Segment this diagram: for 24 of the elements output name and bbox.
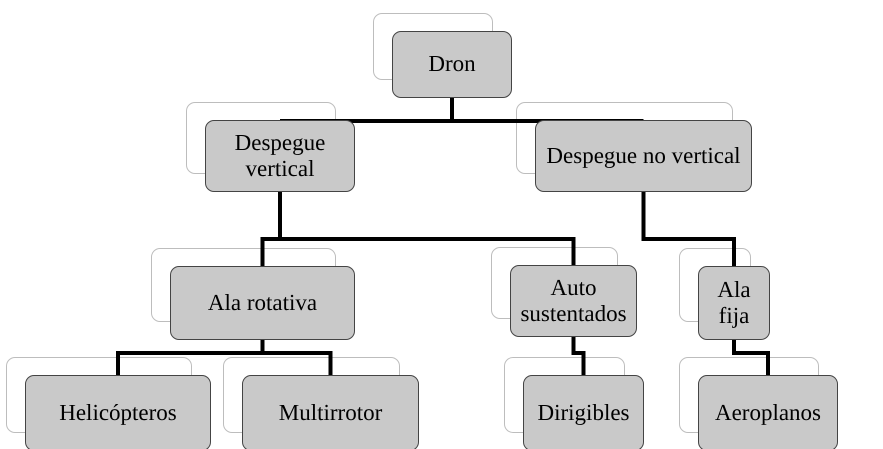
category-box xyxy=(698,375,838,449)
category-label: Ala rotativa xyxy=(208,290,318,316)
category-box xyxy=(170,266,355,340)
category-box xyxy=(698,266,770,340)
category-label: Ala fija xyxy=(716,276,752,330)
category-label: Auto sustentados xyxy=(519,274,628,328)
category-box xyxy=(535,120,752,192)
category-box xyxy=(510,265,637,337)
category-label: Dron xyxy=(428,51,476,78)
category-label: Multirrotor xyxy=(278,400,382,426)
category-label: Helicópteros xyxy=(59,400,177,426)
category-box xyxy=(25,375,211,449)
category-label: Despegue vertical xyxy=(234,130,326,182)
category-box xyxy=(205,120,355,192)
connector-line xyxy=(278,192,576,265)
category-label: Dirigibles xyxy=(538,400,630,426)
category-label: Despegue no vertical xyxy=(546,142,741,170)
category-box xyxy=(242,375,419,449)
connector-line xyxy=(642,192,736,266)
connector-line xyxy=(572,337,586,375)
connector-line xyxy=(732,340,770,375)
category-label: Aeroplanos xyxy=(714,400,822,426)
category-box xyxy=(392,31,512,98)
category-box xyxy=(523,375,644,449)
